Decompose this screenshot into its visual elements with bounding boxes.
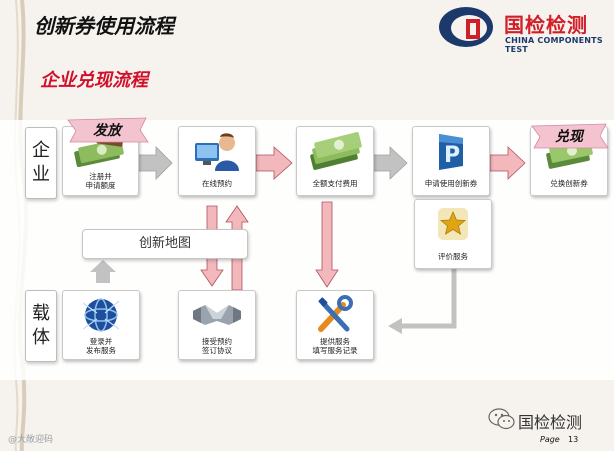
lane-carrier-char-2: 体 xyxy=(32,327,50,348)
handshake-icon xyxy=(193,305,241,325)
lane-enterprise-char-1: 企 xyxy=(32,140,50,161)
node-apply-voucher-line-1: 申请使用创新券 xyxy=(424,179,478,188)
lane-enterprise: 企 业 xyxy=(25,127,57,199)
node-register-line-2: 申请额度 xyxy=(85,181,116,190)
node-accept-booking-line-2: 签订协议 xyxy=(202,346,232,355)
node-accept-booking-line-1: 接受预约 xyxy=(202,337,232,346)
brand-name: 国检检测 xyxy=(504,13,588,37)
node-login-publish-line-1: 登录并 xyxy=(89,337,113,346)
globe-icon xyxy=(82,298,120,332)
lane-carrier-char-1: 载 xyxy=(32,303,50,324)
tools-icon xyxy=(318,295,353,332)
blue-p-logo-icon: P xyxy=(439,134,463,170)
node-register-line-1: 注册并 xyxy=(89,172,112,181)
ribbon-redeem-badge xyxy=(531,123,609,149)
brand-logo-icon xyxy=(439,7,493,47)
footer-brand: 国检检测 xyxy=(518,413,583,432)
lane-enterprise-char-2: 业 xyxy=(32,164,50,185)
gold-star-icon xyxy=(438,208,468,240)
weibo-watermark: @大敞迎码 xyxy=(8,435,54,445)
money-stack-icon xyxy=(310,132,362,170)
arrow-provide-to-rate xyxy=(388,268,457,334)
node-provide-service-line-2: 填写服务记录 xyxy=(312,346,358,355)
lane-carrier: 载 体 xyxy=(25,290,57,362)
slide-subtitle: 企业兑现流程 xyxy=(40,70,148,91)
node-online-booking-line-1: 在线预约 xyxy=(202,179,232,188)
node-rate-service-line-1: 评价服务 xyxy=(438,252,468,261)
wechat-icon xyxy=(488,408,515,430)
node-login-publish: 登录并 发布服务 xyxy=(62,290,140,360)
node-provide-service: 提供服务 填写服务记录 xyxy=(296,290,374,360)
arrow-apply-to-redeem xyxy=(489,146,526,180)
arrow-payment-to-provide xyxy=(315,201,339,288)
ribbon-issue-badge xyxy=(67,117,149,143)
brand-tagline: CHINA COMPONENTS TEST xyxy=(505,36,603,54)
user-computer-icon xyxy=(195,133,239,171)
ribbon-redeem: 兑现 xyxy=(555,129,583,145)
page-label: Page xyxy=(540,435,560,444)
node-online-booking: 在线预约 xyxy=(178,126,256,196)
node-apply-voucher: P 申请使用创新券 xyxy=(412,126,490,196)
svg-text:P: P xyxy=(444,143,460,168)
slide-title: 创新券使用流程 xyxy=(34,14,174,38)
arrow-register-to-booking xyxy=(137,146,173,180)
node-login-publish-line-2: 发布服务 xyxy=(86,346,116,355)
innovation-map: 创新地图 xyxy=(82,229,248,259)
arrow-payment-to-apply xyxy=(372,146,408,180)
node-redeem-voucher-line-1: 兑换创新券 xyxy=(550,179,588,188)
page-number: 13 xyxy=(568,435,579,444)
node-accept-booking: 接受预约 签订协议 xyxy=(178,290,256,360)
node-full-payment: 全额支付费用 xyxy=(296,126,374,196)
node-full-payment-line-1: 全额支付费用 xyxy=(312,179,358,188)
arrow-login-to-map xyxy=(90,260,116,283)
ribbon-issue: 发放 xyxy=(93,123,121,139)
arrow-booking-to-payment xyxy=(255,146,293,180)
node-provide-service-line-1: 提供服务 xyxy=(320,337,350,346)
node-rate-service: 评价服务 xyxy=(414,199,492,269)
